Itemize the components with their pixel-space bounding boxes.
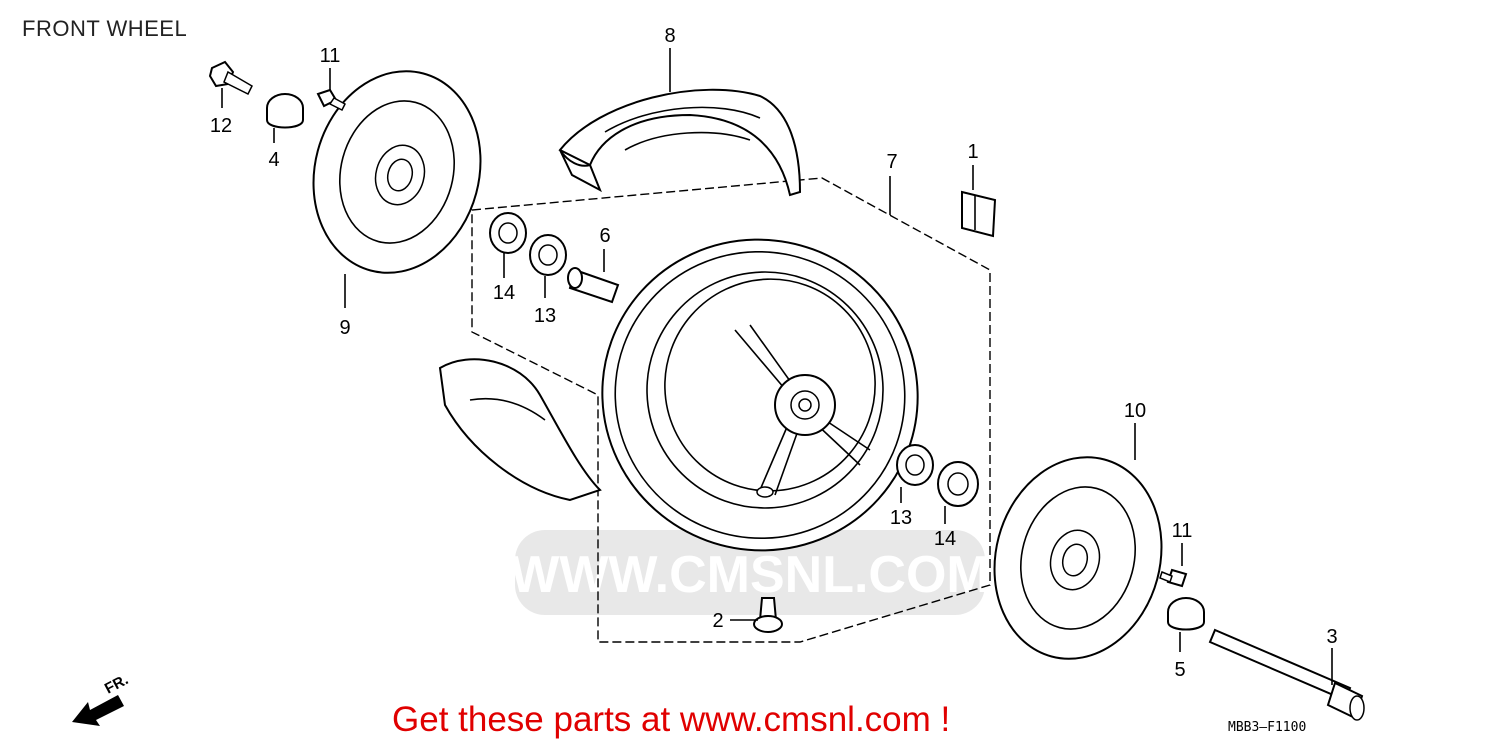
callout-10: 10	[1124, 400, 1146, 422]
tire-lower-shell	[438, 358, 602, 502]
watermark-text: WWW.CMSNL.COM	[510, 546, 989, 604]
direction-label: FR.	[102, 671, 131, 697]
callout-11-lower: 11	[1172, 520, 1193, 542]
page-title: FRONT WHEEL	[22, 16, 188, 41]
diagram-reference-code: MBB3—F1100	[1228, 720, 1307, 735]
assembly-group-outline	[471, 177, 991, 643]
bolt-part-12[interactable]	[208, 60, 253, 96]
spacer-part-6[interactable]	[567, 267, 620, 304]
watermark: WWW.CMSNL.COM	[510, 530, 990, 615]
direction-arrow: FR.	[72, 671, 131, 726]
bearing-part-13-left[interactable]	[529, 234, 567, 276]
collar-part-5[interactable]	[1167, 597, 1205, 631]
brake-disc-part-10[interactable]	[972, 438, 1183, 677]
callout-9: 9	[339, 317, 350, 339]
callout-labels: 11 12 4 9 8 7 1 6 14 13 13 14 2 10 11 5 …	[210, 25, 1338, 681]
callout-8: 8	[664, 25, 675, 47]
callout-4: 4	[268, 149, 279, 171]
bearing-part-14-right[interactable]	[937, 461, 979, 507]
small-bolt-part-11-lower[interactable]	[1159, 568, 1188, 588]
balance-weight-part-1[interactable]	[961, 190, 997, 238]
axle-part-3[interactable]	[1208, 628, 1365, 721]
callout-6: 6	[599, 225, 610, 247]
callout-13-left: 13	[534, 305, 556, 327]
callout-12: 12	[210, 115, 232, 137]
valve-part-2[interactable]	[753, 597, 783, 633]
callout-11-upper: 11	[320, 45, 341, 67]
callout-14-left: 14	[493, 282, 515, 304]
bearing-part-13-right[interactable]	[896, 444, 934, 486]
small-bolt-part-11-upper[interactable]	[316, 88, 346, 112]
leader-lines	[221, 48, 1333, 685]
arrow-icon	[72, 695, 124, 726]
collar-part-4[interactable]	[266, 93, 304, 129]
brake-disc-part-9[interactable]	[291, 52, 502, 291]
callout-14-right: 14	[934, 528, 956, 550]
callout-13-right: 13	[890, 507, 912, 529]
callout-3: 3	[1326, 626, 1337, 648]
shop-link[interactable]: Get these parts at www.cmsnl.com !	[392, 700, 951, 739]
callout-5: 5	[1174, 659, 1185, 681]
wheel-rim-part-7[interactable]	[559, 195, 962, 594]
callout-2: 2	[712, 610, 723, 632]
tire-part-8[interactable]	[558, 88, 802, 197]
bearing-part-14-left[interactable]	[489, 212, 527, 254]
callout-7: 7	[886, 151, 897, 173]
callout-1: 1	[967, 141, 978, 163]
